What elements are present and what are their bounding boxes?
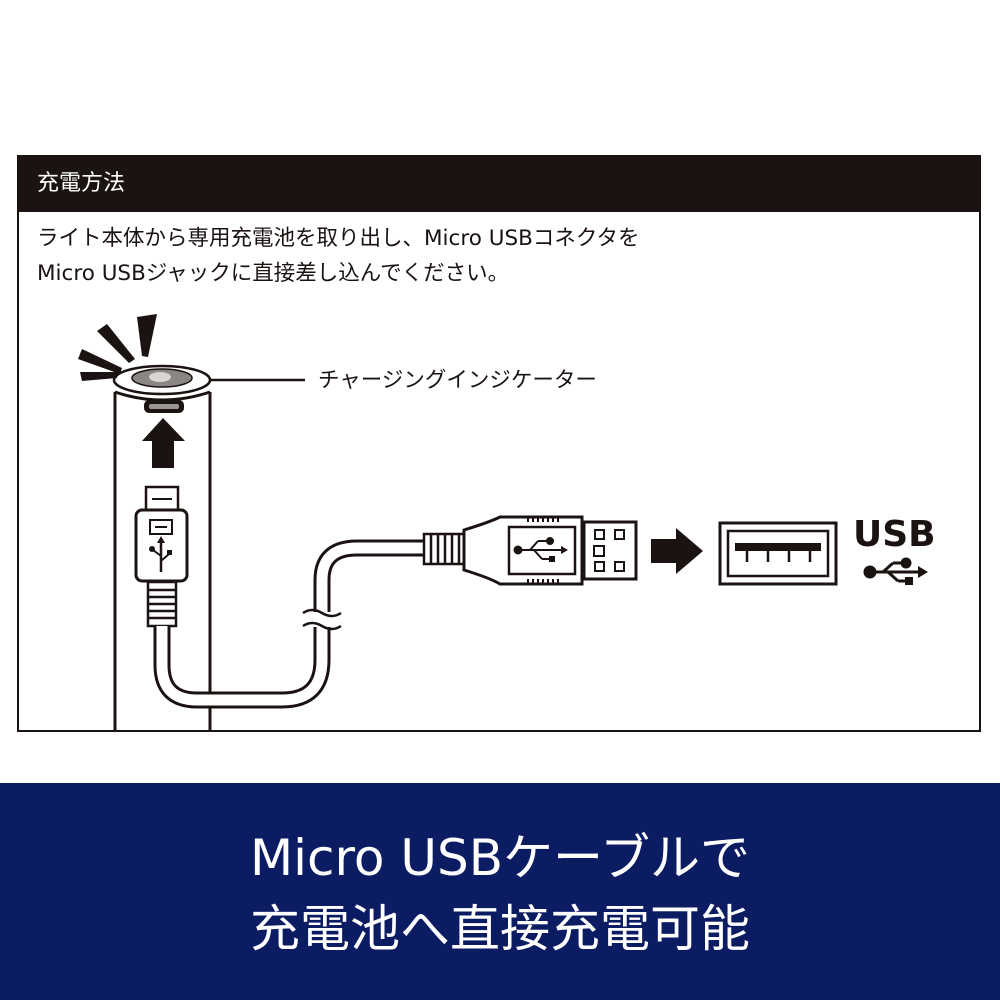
panel-title: 充電方法 — [37, 171, 126, 196]
insert-up-arrow — [142, 418, 185, 468]
micro-usb-plug — [134, 485, 189, 628]
charging-indicator-label: チャージングインジケーター — [318, 368, 597, 393]
usb-a-port — [718, 521, 838, 586]
usb-a-plug — [422, 515, 638, 586]
usb-logo-text: USB — [853, 514, 936, 555]
charging-method-panel: 充電方法 ライト本体から専用充電池を取り出し、Micro USBコネクタを Mi… — [17, 155, 981, 732]
banner-caption-line-1: Micro USBケーブルで — [249, 829, 751, 887]
usb-cable — [153, 539, 425, 709]
instruction-line-2: Micro USBジャックに直接差し込んでください。 — [37, 261, 510, 286]
indicator-glow-rays — [78, 314, 157, 381]
instruction-line-1: ライト本体から専用充電池を取り出し、Micro USBコネクタを — [37, 226, 640, 251]
usb-logo-icon — [863, 557, 928, 585]
caption-banner: Micro USBケーブルで 充電池へ直接充電可能 — [0, 783, 1000, 1000]
insert-right-arrow — [651, 528, 703, 574]
banner-caption-line-2: 充電池へ直接充電可能 — [250, 900, 750, 958]
charging-diagram — [78, 314, 928, 730]
panel-header: 充電方法 — [19, 157, 979, 212]
battery-illustration — [112, 364, 212, 730]
usb-symbol-icon — [513, 537, 568, 562]
